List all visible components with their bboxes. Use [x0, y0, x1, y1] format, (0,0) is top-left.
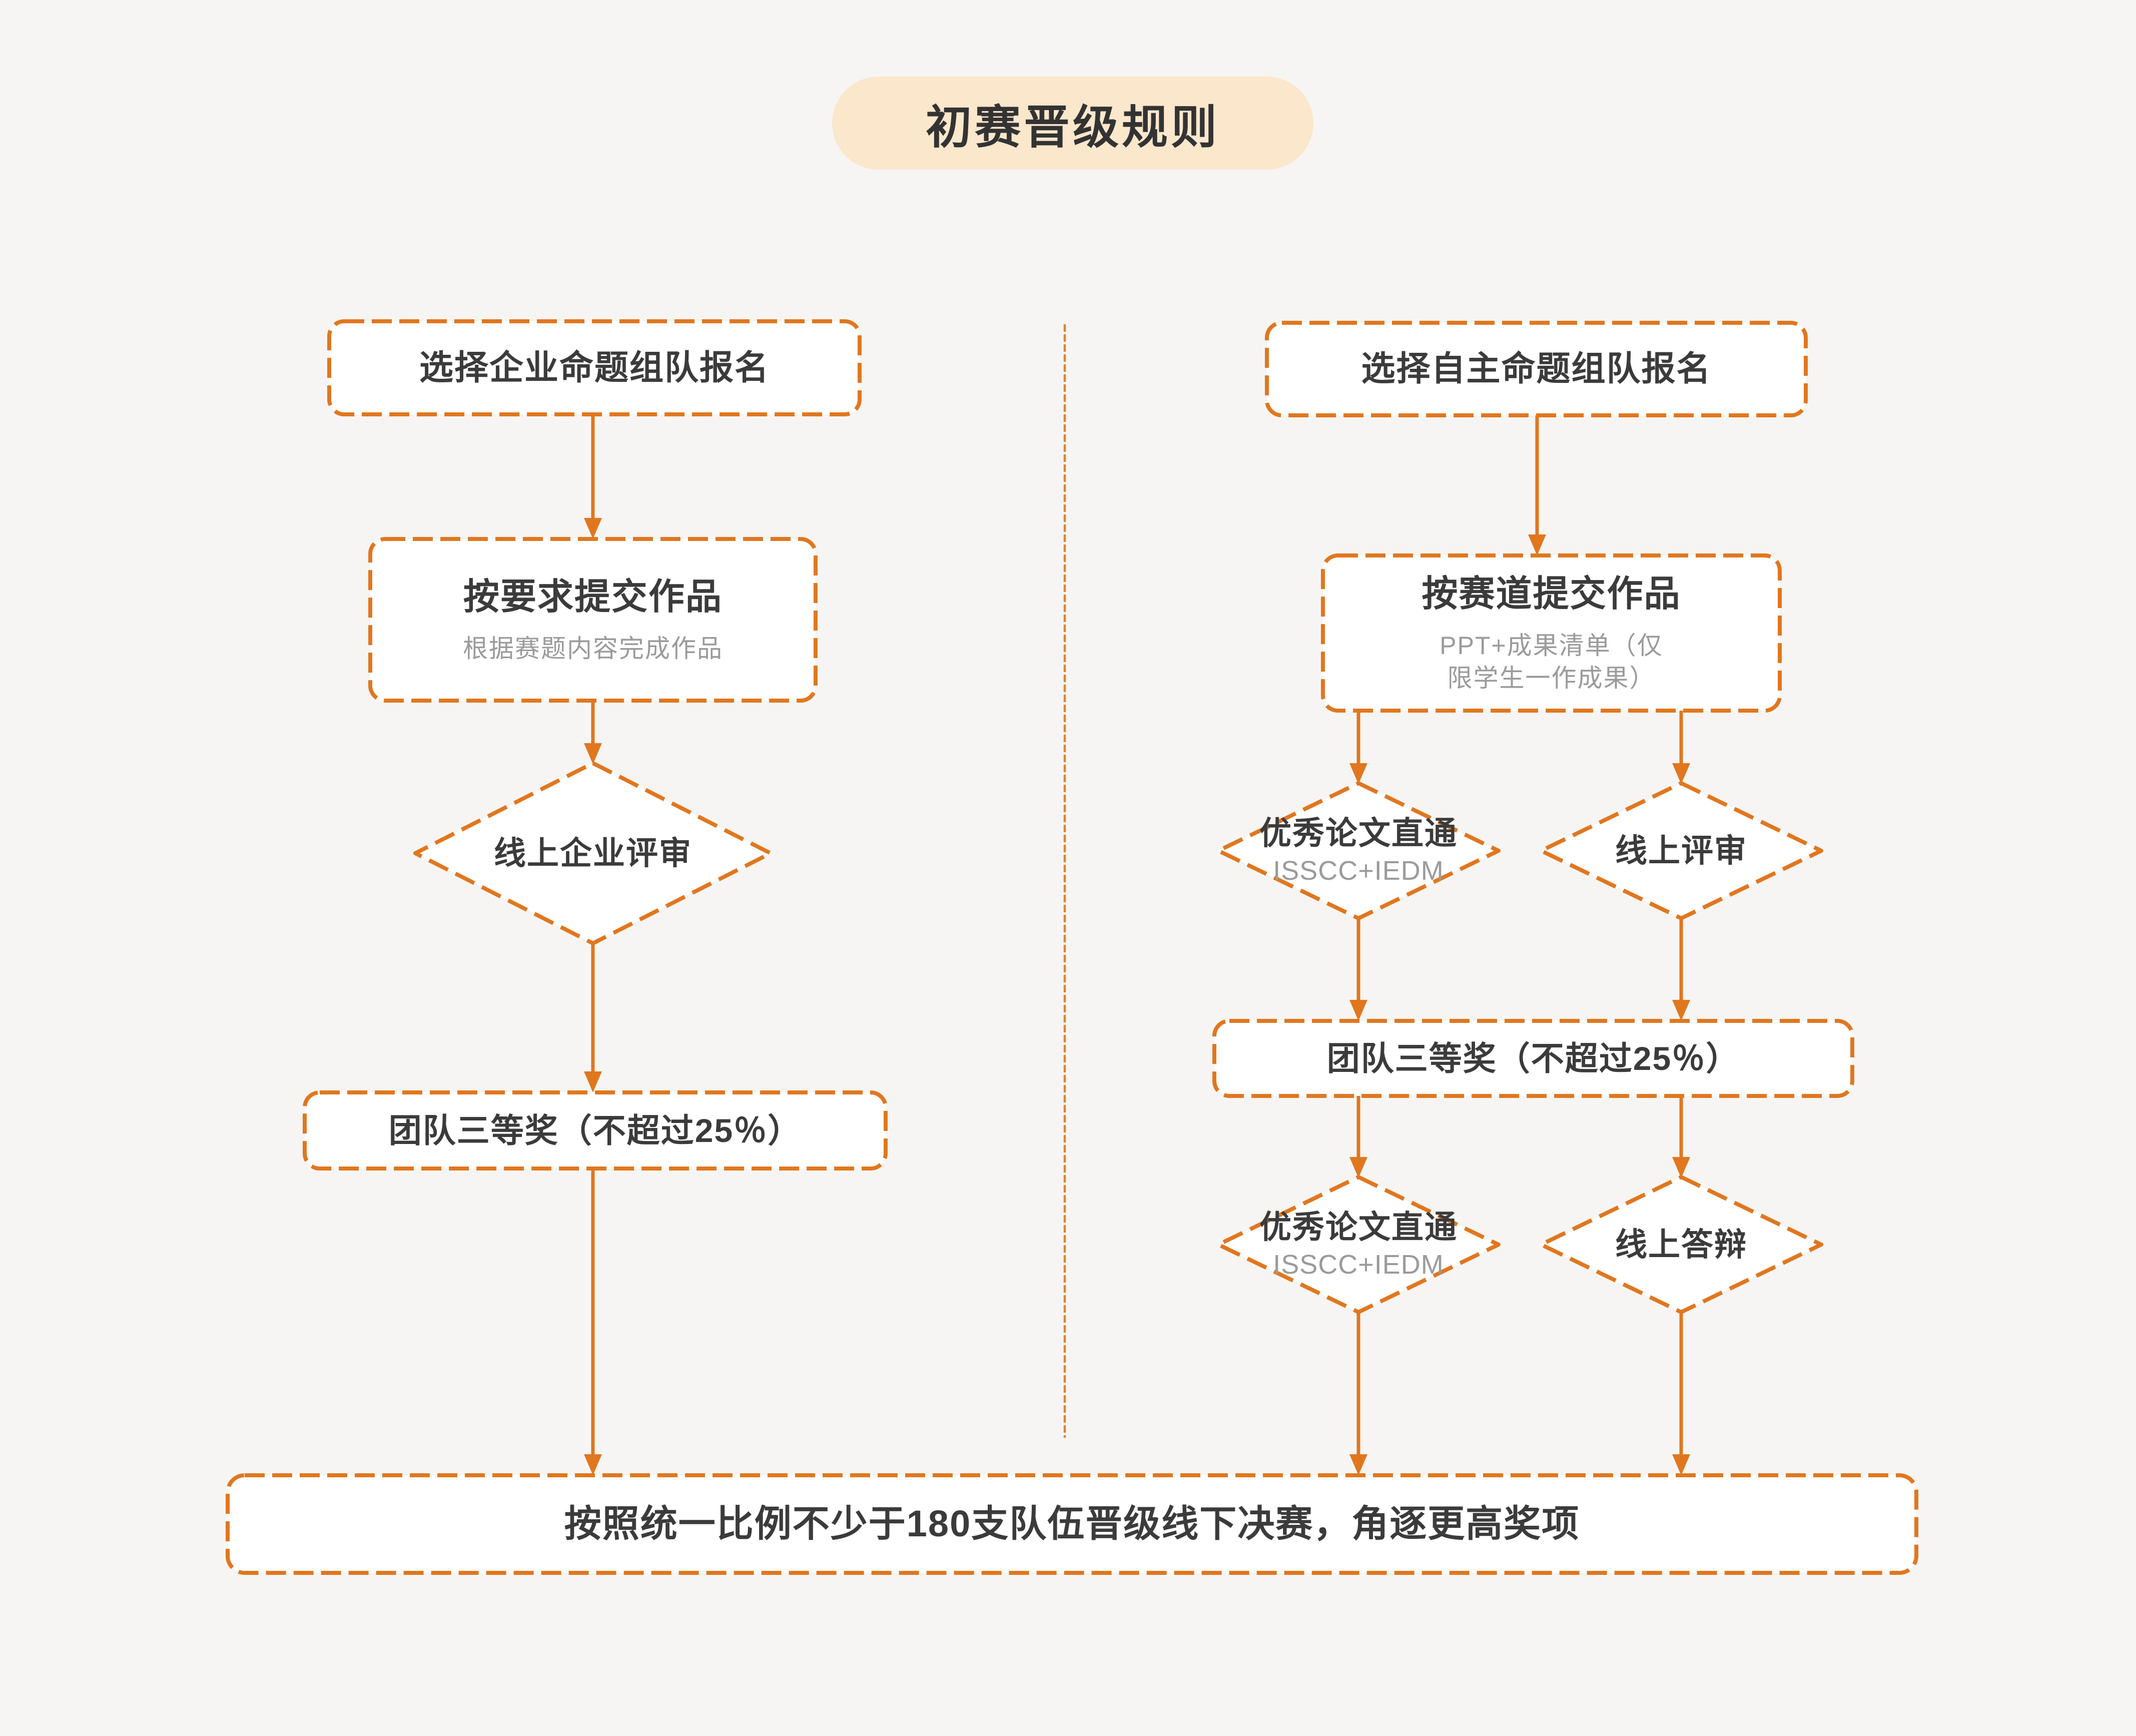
arrow-right-submit-to-review	[1672, 711, 1690, 784]
page-title-text: 初赛晋级规则	[925, 102, 1220, 153]
arrow-left-award-to-final	[584, 1169, 602, 1475]
label-right-online-review: 线上评审	[1615, 833, 1747, 869]
label-right-direct-pass-1-sub: ISSCC+IEDM	[1273, 855, 1444, 886]
label-left-award: 团队三等奖（不超过25％）	[388, 1111, 802, 1149]
label-right-online-defense: 线上答辩	[1615, 1227, 1747, 1263]
label-right-direct-pass-2: 优秀论文直通 ISSCC+IEDM	[1218, 1177, 1499, 1312]
label-right-register: 选择自主命题组队报名	[1361, 350, 1712, 388]
label-right-direct-pass-2-sub: ISSCC+IEDM	[1273, 1249, 1444, 1280]
node-right-award-box	[1212, 1019, 1854, 1098]
node-left-award-box	[303, 1090, 888, 1171]
label-final-banner: 按照统一比例不少于180支队伍晋级线下决赛，角逐更高奖项	[564, 1503, 1580, 1545]
arrow-left-submit-to-review	[584, 701, 602, 764]
label-right-direct-pass-1-title: 优秀论文直通	[1259, 815, 1458, 851]
label-left-submit-title: 按要求提交作品	[463, 577, 723, 617]
arrow-right-submit-to-direct1	[1349, 711, 1367, 784]
arrow-right-review-to-award	[1672, 918, 1690, 1021]
arrow-right-award-to-defense	[1672, 1096, 1690, 1178]
label-right-award: 团队三等奖（不超过25％）	[1326, 1039, 1740, 1077]
page-title: 初赛晋级规则	[832, 77, 1313, 170]
arrow-right-direct1-to-award	[1349, 918, 1367, 1021]
label-right-submit-title: 按赛道提交作品	[1421, 574, 1681, 614]
node-final-banner-box	[226, 1473, 1918, 1575]
label-left-register: 选择企业命题组队报名	[419, 348, 770, 387]
label-right-direct-pass-2-title: 优秀论文直通	[1259, 1209, 1458, 1245]
arrow-right-defense-to-final	[1672, 1312, 1690, 1475]
arrow-right-award-to-direct2	[1349, 1096, 1367, 1178]
arrow-right-register-to-submit	[1528, 415, 1546, 555]
label-left-submit-subtitle: 根据赛题内容完成作品	[463, 635, 723, 663]
label-left-review: 线上企业评审	[494, 835, 692, 871]
label-right-submit-subtitle: PPT+成果清单（仅限学生一作成果）	[1440, 632, 1663, 692]
node-right-submit-box	[1321, 553, 1782, 713]
arrow-right-direct2-to-final	[1349, 1312, 1367, 1475]
arrow-left-register-to-submit	[584, 414, 602, 539]
label-right-submit: 按赛道提交作品 PPT+成果清单（仅限学生一作成果）	[1323, 555, 1780, 711]
arrow-left-review-to-award	[584, 943, 602, 1092]
label-right-direct-pass-1: 优秀论文直通 ISSCC+IEDM	[1218, 783, 1499, 918]
label-left-submit: 按要求提交作品 根据赛题内容完成作品	[370, 539, 816, 701]
